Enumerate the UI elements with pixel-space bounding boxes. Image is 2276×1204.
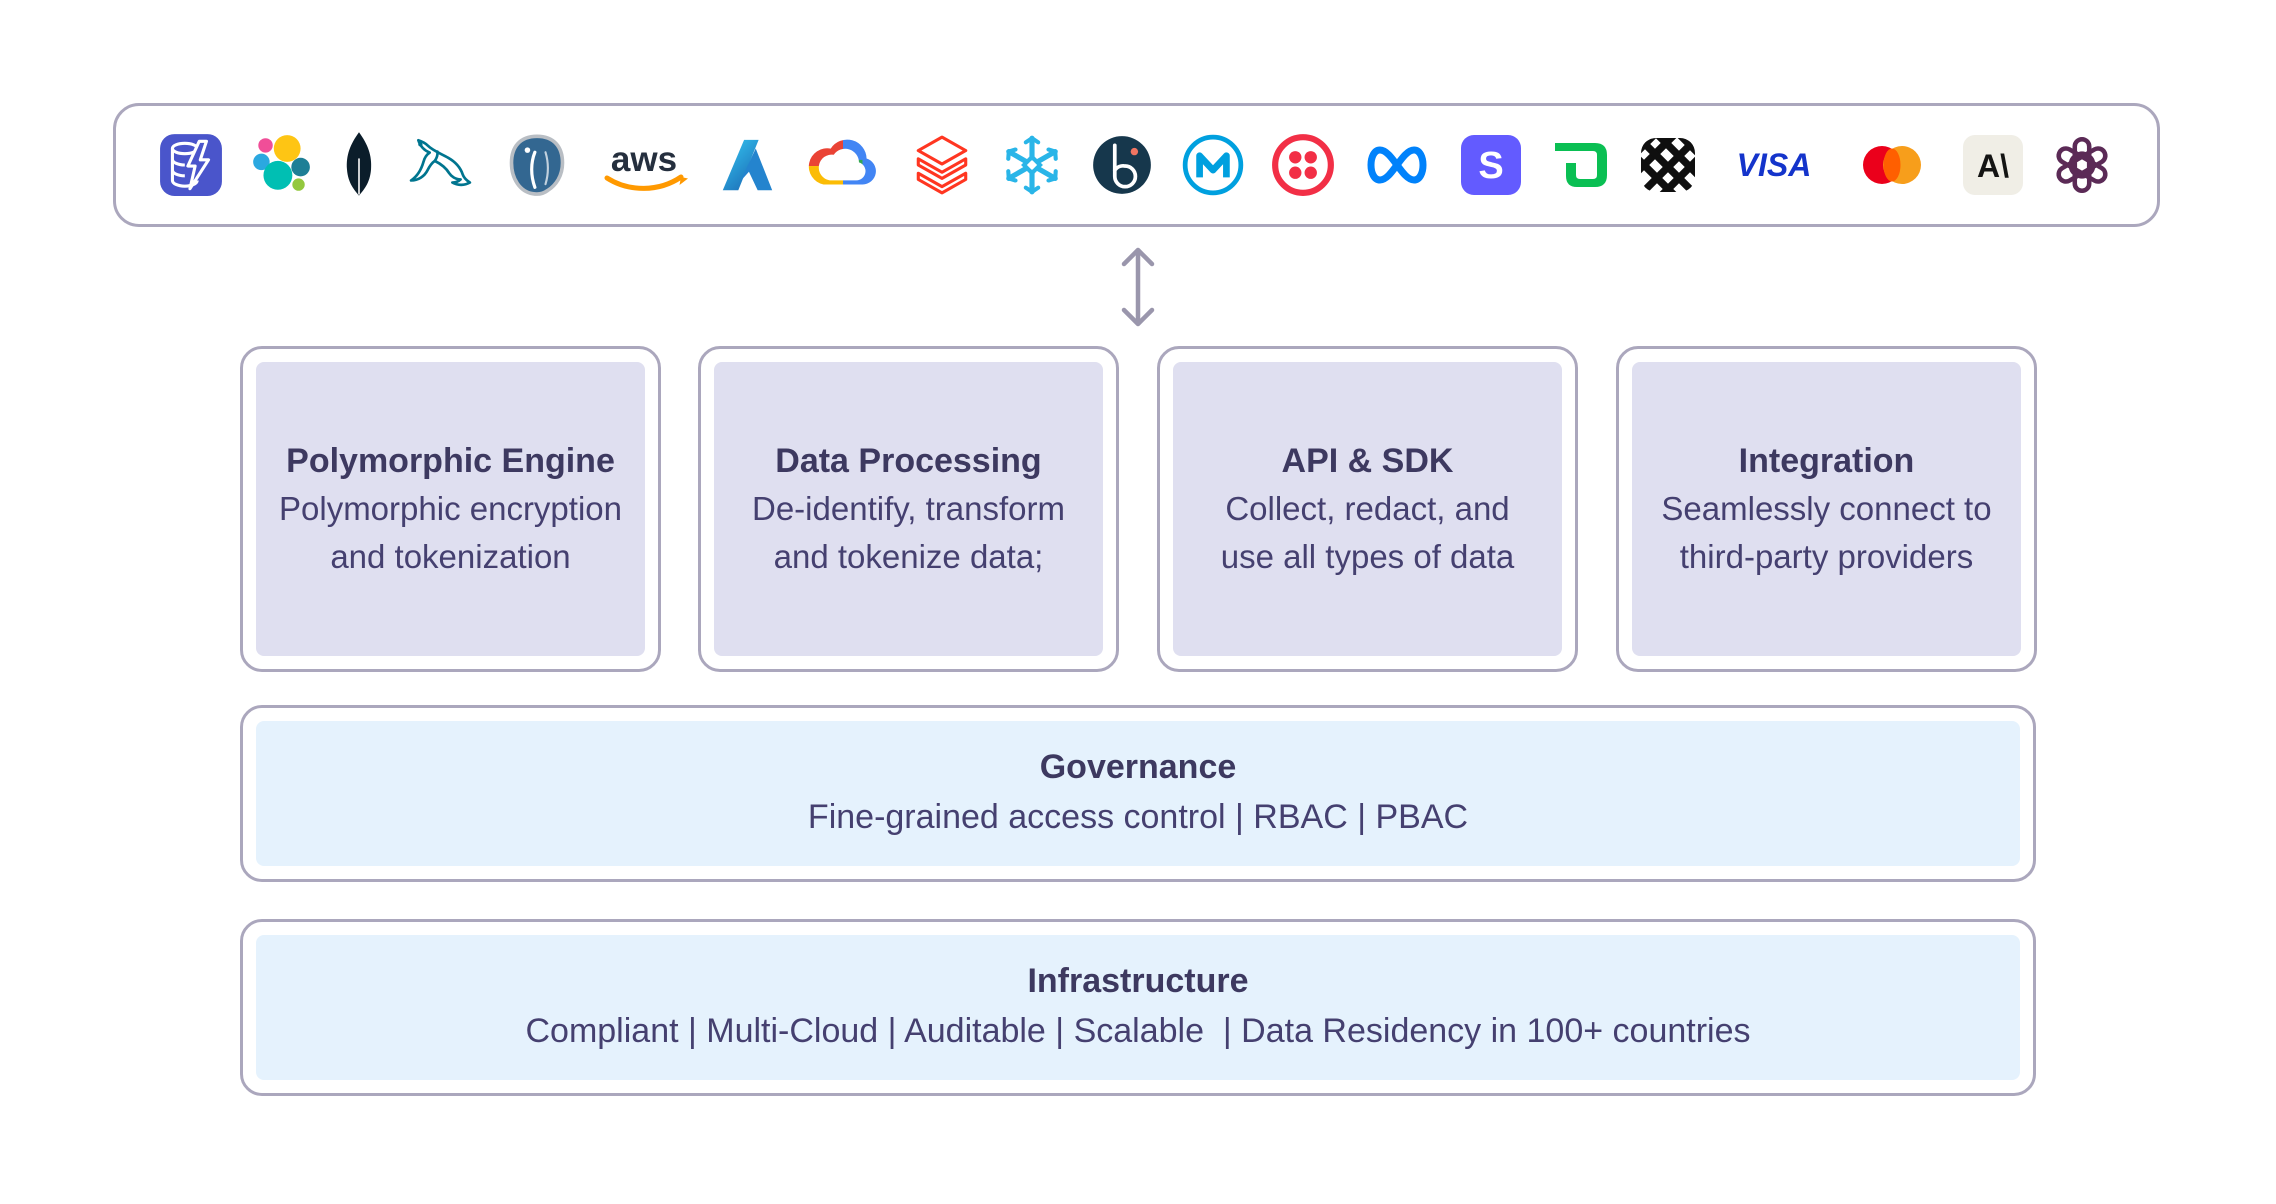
azure-logo bbox=[716, 130, 778, 200]
card-title: Polymorphic Engine bbox=[286, 442, 615, 481]
aws-logo: aws bbox=[596, 130, 692, 200]
band-description: Fine-grained access control | RBAC | PBA… bbox=[807, 797, 1469, 836]
svg-text:VISA: VISA bbox=[1737, 147, 1812, 183]
band-title: Governance bbox=[1039, 748, 1237, 787]
databricks-logo bbox=[909, 130, 975, 200]
card-integration: Integration Seamlessly connect to third-… bbox=[1616, 346, 2037, 672]
mysql-logo bbox=[403, 130, 479, 200]
database-lightning-logo bbox=[158, 130, 224, 200]
band-governance-body: Governance Fine-grained access control |… bbox=[256, 721, 2020, 866]
card-description: De-identify, transform and tokenize data… bbox=[752, 490, 1065, 576]
bidirectional-arrow-icon bbox=[1116, 243, 1160, 331]
openai-logo bbox=[2049, 130, 2115, 200]
b-logo bbox=[1089, 130, 1155, 200]
meta-logo bbox=[1360, 130, 1434, 200]
card-api-sdk: API & SDK Collect, redact, and use all t… bbox=[1157, 346, 1578, 672]
mastercard-logo bbox=[1848, 130, 1936, 200]
anthropic-logo: A\ bbox=[1961, 130, 2025, 200]
card-description: Seamlessly connect to third-party provid… bbox=[1661, 490, 1992, 576]
stripe-logo: S bbox=[1459, 130, 1523, 200]
card-description: Polymorphic encryption and tokenization bbox=[279, 490, 622, 576]
mongodb-logo bbox=[339, 130, 379, 200]
adyen-logo bbox=[1547, 130, 1611, 200]
mulesoft-logo bbox=[1180, 130, 1246, 200]
card-data-processing: Data Processing De-identify, transform a… bbox=[698, 346, 1119, 672]
plaid-logo bbox=[1636, 130, 1700, 200]
band-description: Compliant | Multi-Cloud | Auditable | Sc… bbox=[525, 1011, 1751, 1050]
card-polymorphic-engine: Polymorphic Engine Polymorphic encryptio… bbox=[240, 346, 661, 672]
snowflake-logo bbox=[999, 130, 1065, 200]
band-title: Infrastructure bbox=[1027, 962, 1249, 1001]
google-cloud-logo bbox=[802, 130, 884, 200]
twilio-logo bbox=[1270, 130, 1336, 200]
elasticsearch-logo bbox=[248, 130, 314, 200]
card-polymorphic-engine-body: Polymorphic Engine Polymorphic encryptio… bbox=[256, 362, 645, 656]
card-data-processing-body: Data Processing De-identify, transform a… bbox=[714, 362, 1103, 656]
svg-text:aws: aws bbox=[611, 140, 677, 179]
visa-logo: VISA bbox=[1724, 130, 1824, 200]
card-title: Integration bbox=[1738, 442, 1915, 481]
integrations-logo-bar: aws S VISA A\ bbox=[113, 103, 2160, 227]
postgresql-logo bbox=[503, 130, 571, 200]
card-api-sdk-body: API & SDK Collect, redact, and use all t… bbox=[1173, 362, 1562, 656]
band-infrastructure: Infrastructure Compliant | Multi-Cloud |… bbox=[240, 919, 2036, 1096]
card-integration-body: Integration Seamlessly connect to third-… bbox=[1632, 362, 2021, 656]
card-title: Data Processing bbox=[775, 442, 1042, 481]
svg-text:S: S bbox=[1478, 145, 1503, 187]
card-title: API & SDK bbox=[1281, 442, 1454, 481]
band-governance: Governance Fine-grained access control |… bbox=[240, 705, 2036, 882]
band-infrastructure-body: Infrastructure Compliant | Multi-Cloud |… bbox=[256, 935, 2020, 1080]
svg-text:A\: A\ bbox=[1977, 148, 2009, 184]
card-description: Collect, redact, and use all types of da… bbox=[1220, 490, 1515, 576]
